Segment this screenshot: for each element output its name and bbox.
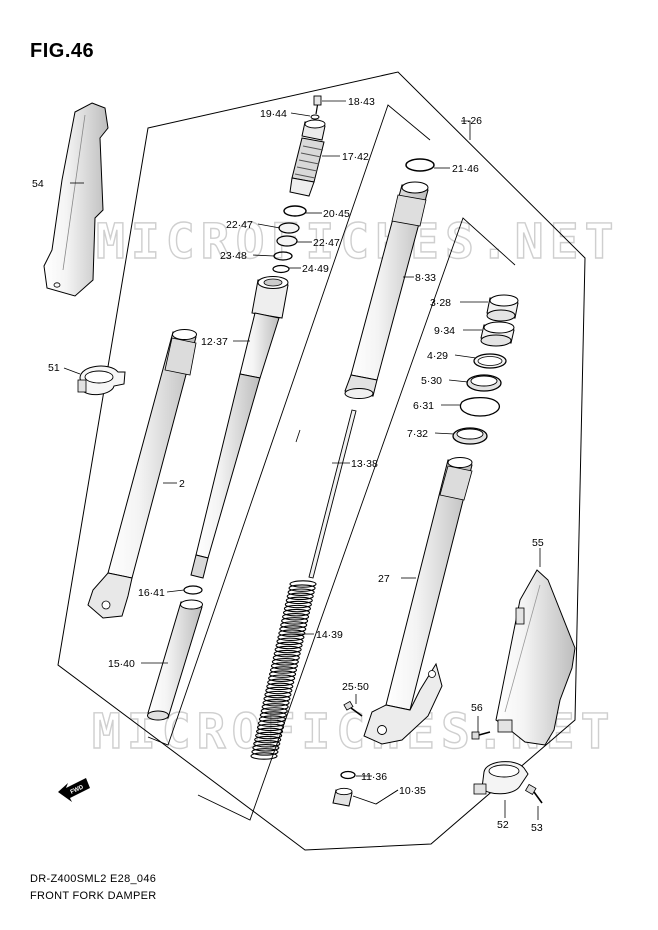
watermark-top: MICROFICHES.NET [96, 214, 619, 270]
outer-tube-part-27[interactable] [363, 457, 473, 745]
callout-51: 51 [48, 362, 60, 374]
forward-direction-arrow: FWD [58, 778, 90, 802]
callout-19-44: 19·44 [260, 108, 287, 120]
callout-12-37: 12·37 [201, 336, 228, 348]
callout-23-48: 23·48 [220, 250, 247, 262]
ring-part-22-47-right[interactable] [276, 235, 298, 247]
inner-tube-part-8-33[interactable] [344, 181, 429, 399]
callout-8-33: 8·33 [415, 272, 436, 284]
bolt-part-56[interactable] [471, 731, 491, 740]
lower-tube-part-15-40[interactable] [147, 599, 203, 721]
callout-13-38: 13·38 [351, 458, 378, 470]
callout-1-26: 1·26 [461, 115, 482, 127]
callout-15-40: 15·40 [108, 658, 135, 670]
spring-part-14-39[interactable] [250, 580, 317, 760]
washer-part-4-29[interactable] [473, 353, 507, 369]
callout-53: 53 [531, 822, 543, 834]
callout-18-43: 18·43 [348, 96, 375, 108]
ring-part-22-47-left[interactable] [278, 222, 300, 234]
ring-part-20-45[interactable] [283, 205, 307, 217]
fork-clamp-part-51[interactable] [77, 365, 126, 396]
diagram-code: DR-Z400SML2 E28_046 [30, 873, 157, 885]
bushing-part-9-34[interactable] [480, 321, 515, 347]
callout-11-36: 11·36 [361, 771, 387, 783]
bolt-part-18-43[interactable] [313, 95, 322, 115]
callout-52: 52 [497, 819, 509, 831]
drain-bolt-part-10-35[interactable] [332, 787, 353, 807]
callout-9-34: 9·34 [434, 325, 455, 337]
dash-mark [295, 429, 301, 443]
outer-tube-part-2[interactable] [87, 329, 197, 619]
bolt-part-25-50[interactable] [343, 700, 363, 717]
callout-24-49: 24·49 [302, 263, 329, 275]
ring-part-23-48[interactable] [273, 251, 293, 261]
callout-55: 55 [532, 537, 544, 549]
callout-10-35: 10·35 [399, 785, 426, 797]
callout-20-45: 20·45 [323, 208, 350, 220]
callout-2: 2 [179, 478, 185, 490]
callout-22-47-left: 22·47 [226, 219, 253, 231]
oil-seal-part-5-30[interactable] [466, 374, 502, 392]
ring-part-24-49[interactable] [272, 264, 290, 274]
callout-3-28: 3·28 [430, 297, 451, 309]
inner-tube-group-outline [197, 217, 516, 821]
lower-fork-guard-part-55[interactable] [495, 569, 576, 746]
dust-seal-part-7-32[interactable] [452, 427, 488, 445]
callout-7-32: 7·32 [407, 428, 428, 440]
callout-27: 27 [378, 573, 390, 585]
o-ring-part-21-46[interactable] [405, 158, 435, 172]
callout-16-41: 16·41 [138, 587, 165, 599]
callout-21-46: 21·46 [452, 163, 479, 175]
bolt-part-53[interactable] [524, 783, 543, 804]
rod-part-13-38[interactable] [308, 409, 357, 579]
cartridge-group-outline [147, 104, 431, 746]
adjuster-part-17-42[interactable] [289, 119, 326, 197]
bushing-part-3-28[interactable] [486, 294, 519, 322]
clamp-part-52[interactable] [473, 761, 529, 795]
ring-part-16-41[interactable] [183, 585, 203, 595]
gasket-part-11-36[interactable] [340, 770, 356, 780]
callout-14-39: 14·39 [316, 629, 343, 641]
stopper-ring-part-6-31[interactable] [459, 396, 500, 417]
callout-6-31: 6·31 [413, 400, 434, 412]
callout-4-29: 4·29 [427, 350, 448, 362]
callout-17-42: 17·42 [342, 151, 369, 163]
callout-22-47-right: 22·47 [313, 237, 340, 249]
callout-25-50: 25·50 [342, 681, 369, 693]
figure-title: FIG.46 [30, 40, 95, 62]
callout-5-30: 5·30 [421, 375, 442, 387]
fork-guard-part-54[interactable] [43, 102, 109, 297]
damper-rod-part-12-37[interactable] [190, 276, 289, 579]
diagram-name: FRONT FORK DAMPER [30, 890, 157, 902]
callout-54: 54 [32, 178, 44, 190]
washer-part-19-44[interactable] [310, 114, 320, 120]
callout-56: 56 [471, 702, 483, 714]
leader-lines [63, 100, 541, 820]
fwd-label: FWD [70, 784, 86, 795]
